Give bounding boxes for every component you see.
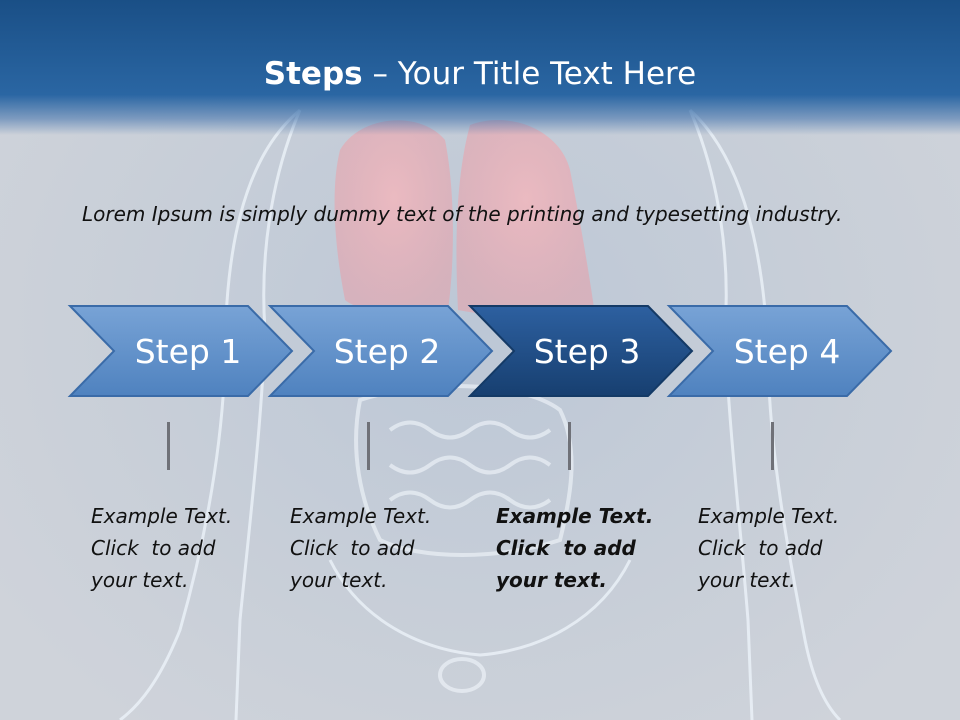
- step-4-desc-line2: Click to add: [698, 536, 823, 560]
- title-strong: Steps: [263, 56, 363, 92]
- step-4-description[interactable]: Example Text. Click to add your text.: [698, 500, 868, 596]
- title-bar: [0, 0, 960, 135]
- step-1-desc-line1: Example Text.: [91, 504, 233, 528]
- step-2-description[interactable]: Example Text. Click to add your text.: [290, 500, 460, 596]
- step-3-label: Step 3: [533, 332, 641, 371]
- step-1-description[interactable]: Example Text. Click to add your text.: [91, 500, 261, 596]
- step-4-desc-line3: your text.: [698, 568, 796, 592]
- step-3-desc-line1: Example Text.: [496, 504, 654, 528]
- step-4-desc-line1: Example Text.: [698, 504, 840, 528]
- title-rest: – Your Title Text Here: [362, 56, 697, 92]
- step-2-connector: [367, 422, 370, 470]
- intro-text: Lorem Ipsum is simply dummy text of the …: [82, 202, 843, 226]
- step-2-label: Step 2: [333, 332, 441, 371]
- step-1-desc-line3: your text.: [91, 568, 189, 592]
- step-2-chevron[interactable]: [267, 305, 494, 397]
- step-3-description[interactable]: Example Text. Click to add your text.: [496, 500, 666, 596]
- step-1-label: Step 1: [134, 332, 242, 371]
- step-2-desc-line3: your text.: [290, 568, 388, 592]
- step-3-connector: [568, 422, 571, 470]
- step-4-chevron[interactable]: [666, 305, 893, 397]
- step-3-desc-line3: your text.: [496, 568, 608, 592]
- slide-title: Steps – Your Title Text Here: [0, 56, 960, 92]
- step-2-desc-line1: Example Text.: [290, 504, 432, 528]
- step-4-connector: [771, 422, 774, 470]
- step-2-desc-line2: Click to add: [290, 536, 415, 560]
- step-3-chevron[interactable]: [467, 305, 694, 397]
- step-1-connector: [167, 422, 170, 470]
- step-4-label: Step 4: [733, 332, 841, 371]
- step-1-chevron[interactable]: [67, 305, 294, 397]
- step-3-desc-line2: Click to add: [496, 536, 636, 560]
- step-1-desc-line2: Click to add: [91, 536, 216, 560]
